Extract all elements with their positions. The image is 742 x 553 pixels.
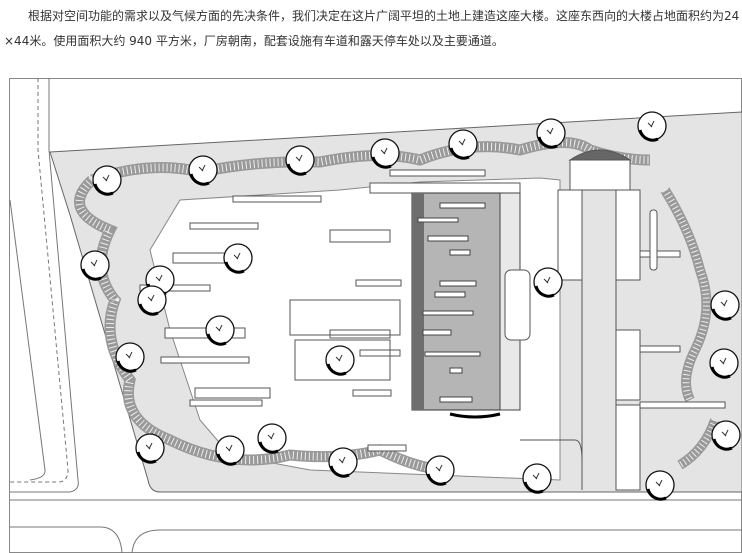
site-plan-drawing [9,78,742,553]
parking-drive [504,149,658,491]
left-road [9,78,79,493]
article-paragraph: 根据对空间功能的需求以及气候方面的先决条件，我们决定在这片广阔平坦的土地上建造这… [4,9,740,48]
main-building [411,192,521,419]
bottom-road [10,499,742,553]
terraces [139,169,726,452]
